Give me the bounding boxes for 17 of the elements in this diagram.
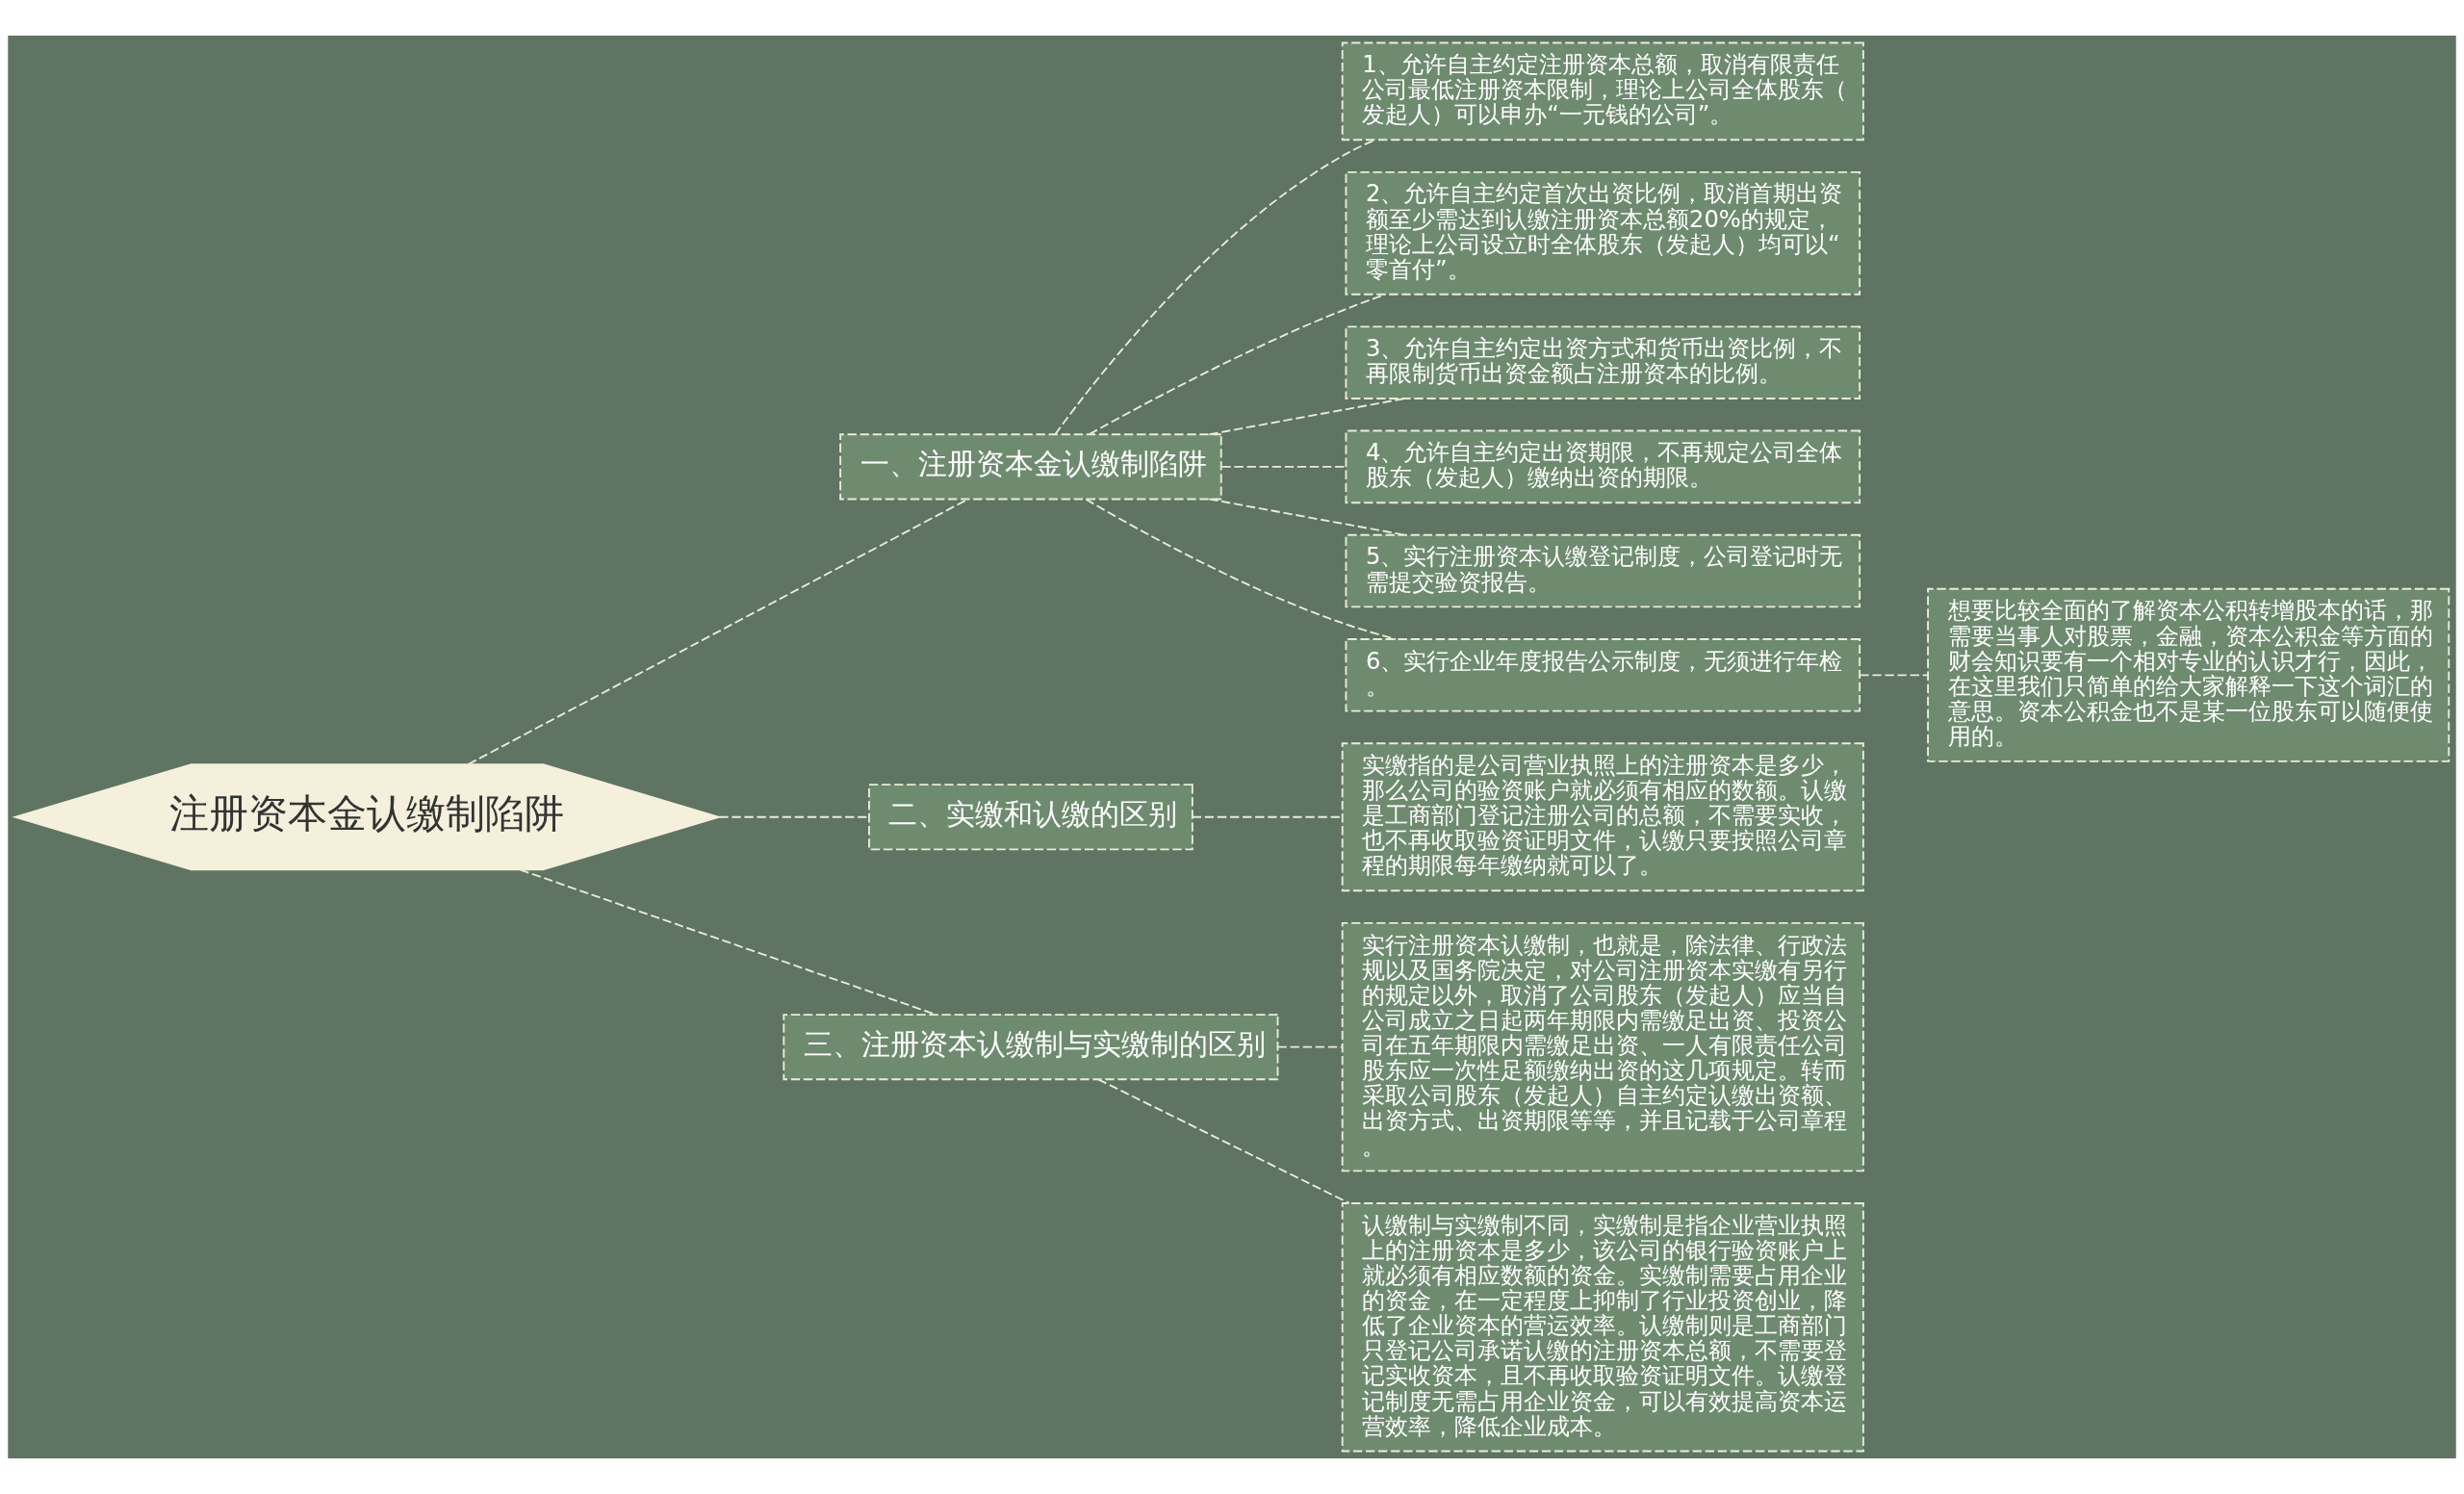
connector xyxy=(1276,1045,1344,1048)
node-box: 4、允许自主约定出资期限，不再规定公司全体股东（发起人）缴纳出资的期限。 xyxy=(1345,429,1861,504)
node-box: 认缴制与实缴制不同，实缴制是指企业营业执照上的注册资本是多少，该公司的银行验资账户上就必须有相应数额的资金。实缴制需要占用企业的资金，在一定程度上抑制了行业投资创业，降低了企业资本的营运效率。认缴制则是工商部门只登记公司承诺认缴的注册资本总额，不需要登记实收资本，且不再收取验资证明文件。认缴登记制度无需占用企业资金，可以有效提高资本运营效率，降低企业成本。 xyxy=(1341,1202,1864,1453)
node-box: 三、注册资本认缴制与实缴制的区别 xyxy=(783,1014,1279,1081)
node-box: 想要比较全面的了解资本公积转增股本的话，那需要当事人对股票，金融，资本公积金等方面的财会知识要有一个相对专业的认识才行，因此，在这里我们只简单的给大家解释一下这个词汇的意思。资本公积金也不是某一位股东可以随便使用的。 xyxy=(1927,587,2451,762)
connector xyxy=(1859,674,1929,677)
node-box: 二、实缴和认缴的区别 xyxy=(868,784,1194,851)
node-box: 1、允许自主约定注册资本总额，取消有限责任公司最低注册资本限制，理论上公司全体股东（发起人）可以申办“一元钱的公司”。 xyxy=(1341,41,1864,142)
node-box: 3、允许自主约定出资方式和货币出资比例，不再限制货币出资金额占注册资本的比例。 xyxy=(1345,325,1861,399)
node-box: 一、注册资本金认缴制陷阱 xyxy=(839,433,1222,501)
connector xyxy=(1097,1078,1350,1204)
node-box: 5、实行注册资本认缴登记制度，公司登记时无需提交验资报告。 xyxy=(1345,533,1861,608)
node-box: 实缴指的是公司营业执照上的注册资本是多少，那么公司的验资账户就必须有相应的数额。认缴是工商部门登记注册公司的总额，不需要实收，也不再收取验资证明文件，认缴只要按照公司章程的期限每年缴纳就可以了。 xyxy=(1341,742,1864,892)
node-box: 2、允许自主约定首次出资比例，取消首期出资额至少需达到认缴注册资本总额20%的规定，理论上公司设立时全体股东（发起人）均可以“零首付”。 xyxy=(1345,170,1861,296)
node-box: 6、实行企业年度报告公示制度，无须进行年检。 xyxy=(1345,638,1861,712)
connector xyxy=(467,498,968,765)
node-box: 实行注册资本认缴制，也就是，除法律、行政法规以及国务院决定，对公司注册资本实缴有另行的规定以外，取消了公司股东（发起人）应当自公司成立之日起两年期限内需缴足出资、投资公司在五年期限内需缴足出资、一人有限责任公司股东应一次性足额缴纳出资的这几项规定。转而采取公司股东（发起人）自主约定认缴出资额、出资方式、出资期限等等，并且记载于公司章程。 xyxy=(1341,921,1864,1172)
